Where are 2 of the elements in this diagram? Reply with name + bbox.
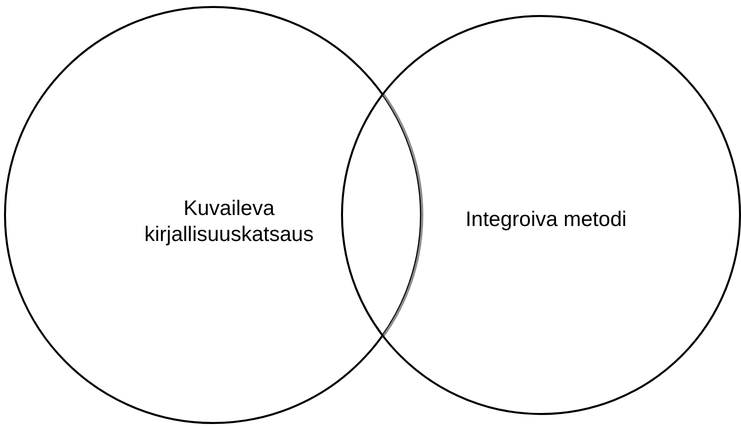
circle-label: Integroiva metodi (464, 206, 628, 233)
circle-label: Kuvaileva kirjallisuuskatsaus (143, 196, 315, 248)
